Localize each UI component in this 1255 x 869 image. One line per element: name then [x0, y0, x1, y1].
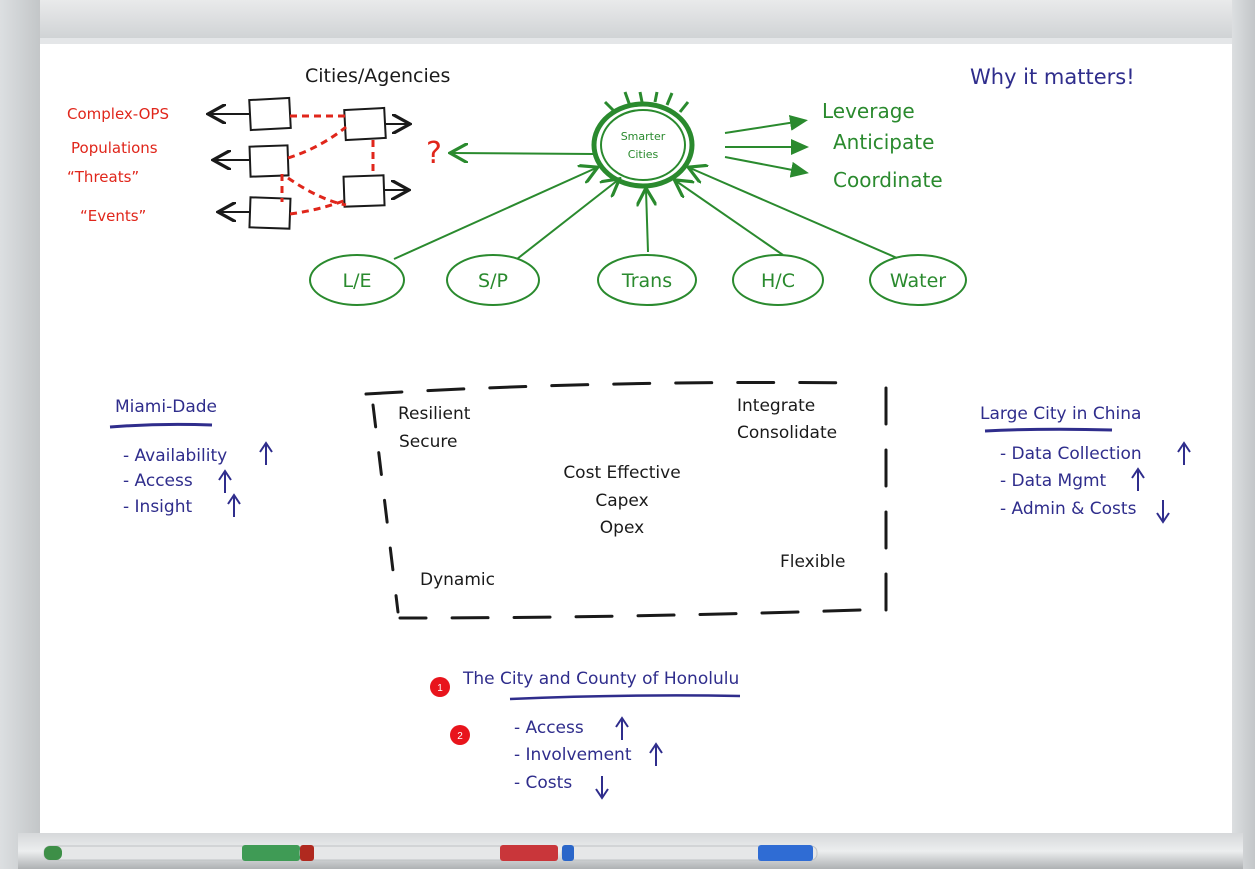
china-item-data-mgmt: - Data Mgmt: [1000, 471, 1107, 491]
agency-links: [280, 114, 375, 216]
miami-item-access: - Access: [123, 471, 193, 491]
node-connectors: [393, 168, 898, 260]
up-arrow-icon: [1131, 467, 1145, 491]
node-water-label: Water: [890, 270, 946, 292]
honolulu-underline: [509, 694, 741, 701]
center-dashed-box: [364, 380, 888, 620]
up-arrow-icon: [218, 469, 232, 493]
why-it-matters: Why it matters!: [970, 65, 1135, 89]
china-trend-arrows: [1131, 441, 1191, 524]
outcome-anticipate: Anticipate: [833, 130, 934, 154]
badge-2-number: 2: [457, 731, 463, 742]
marker-blue[interactable]: [561, 845, 818, 861]
box-secure: Secure: [399, 432, 457, 452]
up-arrow-icon: [649, 742, 663, 766]
box-capex: Capex: [595, 491, 648, 511]
board-frame-top: [0, 0, 1255, 40]
arrow-to-question: [452, 153, 595, 154]
honolulu-trend-arrows: [595, 716, 663, 800]
node-l-e-label: L/E: [343, 270, 372, 292]
node-trans-label: Trans: [621, 270, 672, 292]
miami-trend-arrows: [218, 441, 273, 517]
miami-title: Miami-Dade: [115, 397, 217, 417]
label-populations: Populations: [71, 139, 158, 157]
box-integrate: Integrate: [737, 396, 815, 416]
china-item-admin-costs: - Admin & Costs: [1000, 499, 1137, 519]
board-frame-left: [0, 0, 40, 869]
outcome-leverage: Leverage: [822, 99, 915, 123]
box-cost-effective: Cost Effective: [563, 463, 680, 483]
down-arrow-icon: [595, 776, 609, 800]
china-underline: [984, 427, 1113, 433]
question-mark: ?: [426, 136, 442, 171]
board-surface: [40, 38, 1232, 835]
badge-1: 1: [430, 677, 450, 697]
node-s-p-label: S/P: [478, 270, 508, 292]
down-arrow-icon: [1156, 500, 1170, 524]
cities-agencies-title: Cities/Agencies: [305, 65, 450, 87]
hub-line-2: Cities: [628, 148, 659, 161]
box-flexible: Flexible: [780, 552, 845, 572]
miami-item-availability: - Availability: [123, 446, 227, 466]
box-dynamic: Dynamic: [420, 570, 495, 590]
china-item-data-collection: - Data Collection: [1000, 444, 1142, 464]
board-frame-right: [1232, 0, 1255, 869]
badge-2: 2: [450, 725, 470, 745]
miami-underline: [109, 422, 213, 429]
box-resilient: Resilient: [398, 404, 471, 424]
marker-green-left[interactable]: [43, 845, 300, 861]
up-arrow-icon: [615, 716, 629, 740]
node-s-p: S/P: [446, 254, 540, 306]
miami-item-insight: - Insight: [123, 497, 192, 517]
up-arrow-icon: [227, 493, 241, 517]
label-events: “Events”: [80, 207, 146, 225]
box-consolidate: Consolidate: [737, 423, 837, 443]
node-l-e: L/E: [309, 254, 405, 306]
up-arrow-icon: [259, 441, 273, 465]
label-threats: “Threats”: [67, 168, 139, 186]
node-trans: Trans: [597, 254, 697, 306]
china-title: Large City in China: [980, 404, 1141, 424]
up-arrow-icon: [1177, 441, 1191, 465]
outcome-arrows: [724, 114, 809, 178]
label-complex-ops: Complex-OPS: [67, 105, 169, 123]
honolulu-title: The City and County of Honolulu: [462, 669, 739, 689]
box-opex: Opex: [600, 518, 644, 538]
node-water: Water: [869, 254, 967, 306]
honolulu-item-access: - Access: [514, 718, 584, 738]
node-h-c: H/C: [732, 254, 824, 306]
outcome-coordinate: Coordinate: [833, 168, 943, 192]
node-h-c-label: H/C: [761, 270, 795, 292]
marker-red[interactable]: [299, 845, 558, 861]
badge-1-number: 1: [437, 683, 443, 694]
hub-line-1: Smarter: [621, 130, 666, 143]
honolulu-item-involvement: - Involvement: [514, 745, 632, 765]
honolulu-item-costs: - Costs: [514, 773, 572, 793]
agency-network: [210, 96, 408, 230]
